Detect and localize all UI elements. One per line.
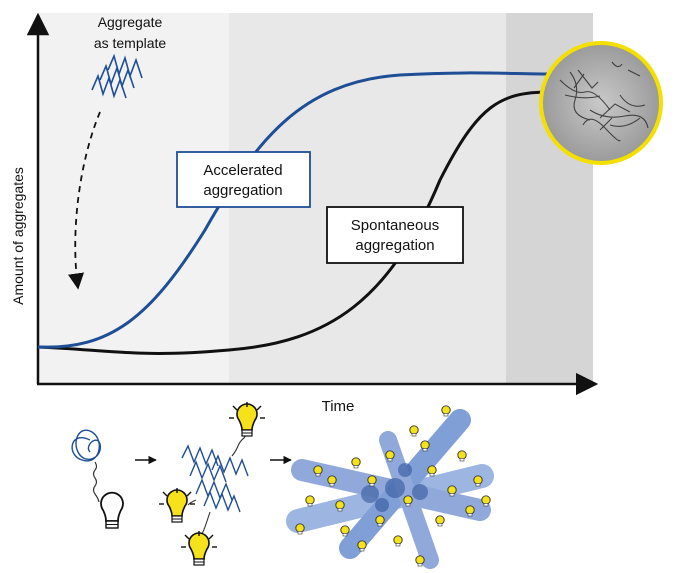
unfolded-protein-icon [71, 429, 124, 529]
spontaneous-curve [37, 90, 551, 355]
y-axis-label: Amount of aggregates [10, 167, 26, 305]
spontaneous-box [326, 206, 464, 264]
spontaneous-box-line2: aggregation [355, 237, 434, 254]
micrograph-image [539, 41, 663, 165]
template-note-line2: as template [94, 35, 167, 51]
lightbulb-icon [180, 530, 218, 566]
oligomer-icon [158, 401, 266, 566]
accelerated-curve [37, 71, 556, 349]
dashed-arrow-icon [67, 111, 101, 290]
spontaneous-box-line1: Spontaneous [351, 217, 439, 234]
template-zigzag-icon [91, 53, 143, 99]
accelerated-box-line1: Accelerated [203, 162, 282, 179]
template-note-line1: Aggregate [98, 14, 163, 30]
x-axis-label: Time [322, 398, 355, 415]
accelerated-box-line2: aggregation [203, 182, 282, 199]
accelerated-box [176, 151, 311, 208]
lightbulb-icon [228, 401, 266, 437]
lightbulb-icon [158, 487, 196, 523]
fibril-bundle-icon [286, 405, 494, 569]
